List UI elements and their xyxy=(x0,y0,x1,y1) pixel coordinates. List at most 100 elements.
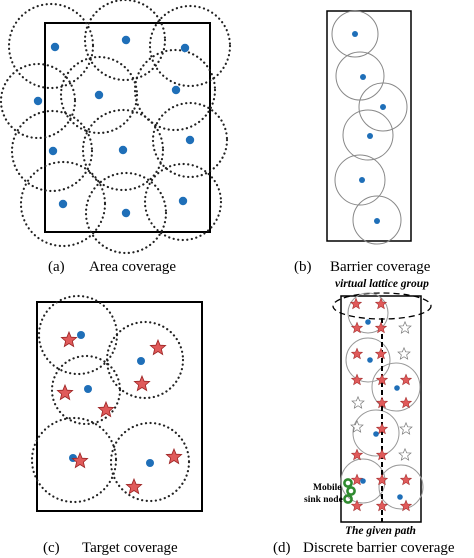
barrier-sensing-ranges xyxy=(331,10,408,245)
sensing-range-circle xyxy=(358,82,408,132)
sensor-node xyxy=(185,135,195,145)
panel-a-area-coverage: (a) Area coverage xyxy=(0,0,232,275)
sensor-node xyxy=(360,74,366,80)
sink-wheel xyxy=(343,494,353,504)
lattice-point-target xyxy=(375,347,387,360)
sink-label-line2: sink node xyxy=(304,495,343,505)
sensing-range-circle xyxy=(352,195,402,245)
sensing-range-circle xyxy=(340,458,386,504)
target-star xyxy=(125,478,143,494)
sensor-node xyxy=(397,494,403,500)
sensor-node xyxy=(178,196,188,206)
sink-wheel xyxy=(346,486,356,496)
sensor-node xyxy=(121,35,131,45)
target-points xyxy=(56,331,183,494)
sensor-node xyxy=(359,177,365,183)
sensing-range-circle xyxy=(7,2,95,90)
lattice-point-target xyxy=(376,499,388,512)
lattice-point-empty xyxy=(399,422,413,435)
sensor-node xyxy=(50,42,60,52)
sensor-node xyxy=(171,85,181,95)
sensing-range-circle xyxy=(143,162,223,242)
sensor-node xyxy=(374,218,380,224)
panel-c-label: (c) xyxy=(43,540,60,556)
target-star xyxy=(56,384,74,400)
sensor-node xyxy=(121,208,131,218)
sensor-node xyxy=(94,90,104,100)
lattice-point-target xyxy=(351,321,363,334)
sink-wheel xyxy=(343,478,353,488)
sensing-range-circle xyxy=(109,421,191,503)
barrier-boundary xyxy=(326,10,412,242)
lattice-point-empty xyxy=(398,448,412,461)
sensing-range-circle xyxy=(352,409,400,457)
sensing-range-circle xyxy=(50,354,122,426)
sensing-range-circle xyxy=(342,109,394,161)
lattice-point-target xyxy=(375,297,387,310)
panel-a-caption: Area coverage xyxy=(89,259,176,275)
sensing-range-circle xyxy=(331,10,379,58)
sensor-node xyxy=(367,133,373,139)
sensing-range-circle xyxy=(81,108,165,192)
sensing-range-circle xyxy=(19,160,107,248)
sensing-range-circle xyxy=(371,362,421,412)
sensor-node xyxy=(84,385,92,393)
target-star xyxy=(97,401,115,417)
sensing-range-circle xyxy=(105,320,185,400)
sensor-node xyxy=(137,357,145,365)
lattice-point-target xyxy=(351,499,363,512)
sensing-range-circle xyxy=(151,101,229,179)
lattice-point-target xyxy=(350,297,362,310)
lattice-group-label: virtual lattice group xyxy=(335,278,429,290)
area-boundary xyxy=(44,22,211,233)
target-star xyxy=(133,375,151,391)
mobile-sink-icon xyxy=(343,478,356,504)
sensor-node xyxy=(380,104,386,110)
sensor-node xyxy=(367,357,373,363)
panel-b-barrier-coverage: (b) Barrier coverage xyxy=(294,10,431,275)
sensor-node xyxy=(352,31,358,37)
sensor-node xyxy=(394,385,400,391)
sensing-range-circle xyxy=(148,4,232,88)
panel-b-caption: Barrier coverage xyxy=(330,259,431,275)
target-star xyxy=(149,339,167,355)
sensor-node xyxy=(360,478,366,484)
sensing-range-circle xyxy=(10,109,94,193)
sensing-range-circle xyxy=(345,337,391,383)
panel-c-target-coverage: (c) Target coverage xyxy=(30,294,203,556)
sensing-range-circle xyxy=(378,464,424,510)
sensor-node xyxy=(48,146,58,156)
sensing-range-circle xyxy=(30,416,118,504)
panel-d-label: (d) xyxy=(273,540,291,556)
lattice-point-target xyxy=(351,347,363,360)
target-star xyxy=(60,331,78,347)
sensing-range-circle xyxy=(335,51,385,101)
panel-b-label: (b) xyxy=(294,259,312,275)
sensor-node xyxy=(365,319,371,325)
discrete-sensing-ranges xyxy=(340,292,424,510)
sensor-node xyxy=(58,199,68,209)
target-sensors xyxy=(69,331,154,467)
sensing-range-circle xyxy=(347,292,389,334)
sink-label-line1: Mobile xyxy=(313,483,342,493)
lattice-point-target xyxy=(400,373,412,386)
lattice-point-empty xyxy=(351,396,365,409)
sensor-node xyxy=(118,145,128,155)
area-sensors xyxy=(33,35,195,218)
lattice-point-empty xyxy=(397,347,411,360)
target-sensing-ranges xyxy=(30,294,191,504)
sensor-node xyxy=(33,96,43,106)
sensing-range-circle xyxy=(334,154,386,206)
panel-a-label: (a) xyxy=(48,259,65,275)
panel-c-caption: Target coverage xyxy=(82,540,178,556)
discrete-sensors xyxy=(360,319,403,500)
sensor-node xyxy=(180,43,190,53)
sensing-range-circle xyxy=(59,55,139,135)
target-boundary xyxy=(36,301,203,512)
area-sensing-ranges xyxy=(0,0,232,255)
lattice-point-target xyxy=(376,473,388,486)
sensor-node xyxy=(77,331,85,339)
sensor-node xyxy=(146,459,154,467)
lattice-point-target xyxy=(400,473,412,486)
